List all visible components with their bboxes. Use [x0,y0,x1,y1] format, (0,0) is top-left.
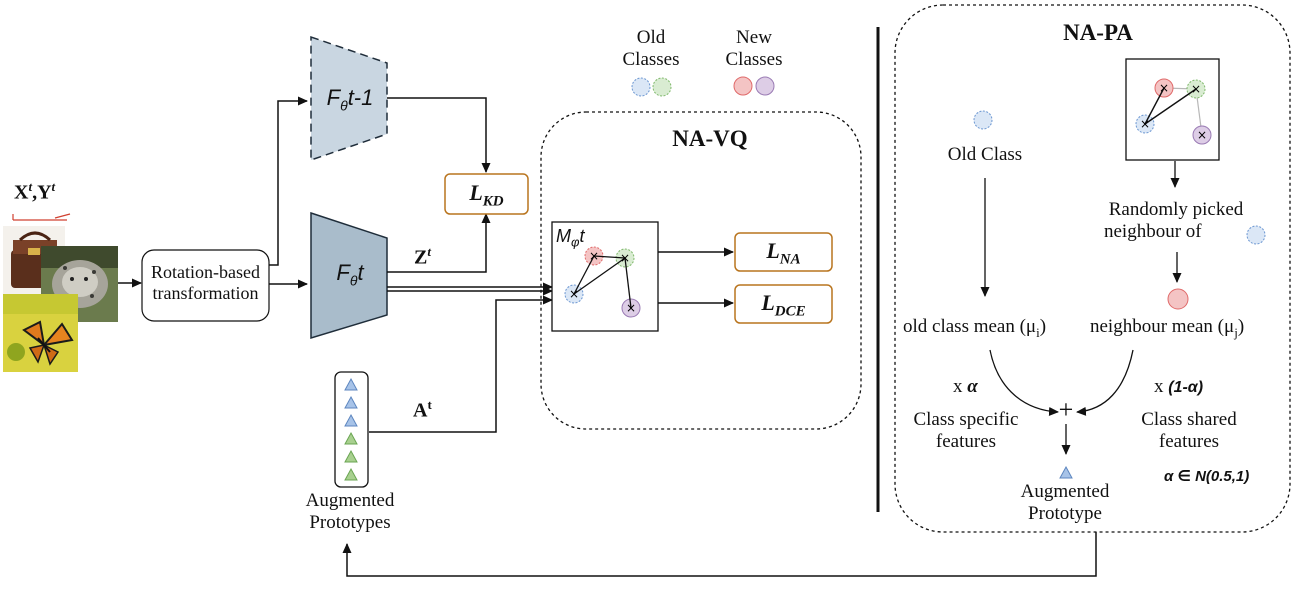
butterfly-image [3,294,78,372]
svg-text:×: × [1197,128,1207,142]
transform-box: Rotation-based transformation [142,262,269,303]
na-vq-container [540,111,862,430]
randomly-picked-label: Randomly picked neighbour of [1104,199,1244,242]
old-model-label: Fθt-1 [326,85,374,114]
old-class-circle [973,110,993,130]
arrow-neigh-mean-to-plus [1076,349,1134,416]
svg-text:×: × [1140,117,1150,131]
legend-circles [631,76,775,97]
augmented-prototype-label: Augmented Prototype [1020,481,1110,524]
neighbour-of-circle [1246,225,1266,245]
svg-text:×: × [1191,82,1201,96]
lkd-box-frame [444,173,529,215]
legend-new-label: New Classes [725,27,783,70]
na-vq-title: NA-VQ [672,126,748,151]
input-label: Xt,Yt [14,179,56,204]
na-pa-container [894,4,1291,533]
a-label: At [413,397,432,422]
svg-text:×: × [1159,81,1169,95]
svg-text:×: × [626,301,636,315]
arrow-new-to-lkd [387,213,491,273]
feedback-arrow [342,532,1097,577]
class-shared-label: Class shared features [1141,409,1237,452]
z-label: Zt [414,244,431,269]
transform-line1: Rotation-based [151,262,260,282]
mphi-label: Mφt [556,226,585,250]
new-model-label: Fθt [336,260,364,289]
neighbour-clusters: × × × × [1135,78,1212,145]
alpha-distribution-label: α ∈ N(0.5,1) [1164,468,1250,485]
x-alpha-label: x α [953,376,978,397]
legend-old-label: Old Classes [622,27,680,70]
loss-dce: LDCE [761,290,806,320]
augmented-prototype-triangle [1059,465,1073,479]
neighbour-box [1125,58,1220,161]
mphi-box [551,221,659,332]
transform-box-frame [141,249,270,322]
arrow-old-mean-to-plus [989,349,1059,416]
na-pa-title: NA-PA [1063,20,1133,45]
lna-box-frame [734,232,833,272]
plus-sign: + [1058,395,1074,424]
input-images [3,213,118,372]
loss-na: LNA [766,238,801,268]
mphi-clusters: × × × × [564,246,641,318]
ldce-box-frame [734,284,833,324]
old-model-shape [310,35,388,162]
svg-text:×: × [589,249,599,263]
svg-text:×: × [620,251,630,265]
x-one-minus-alpha-label: x (1-α) [1154,376,1204,397]
svg-text:×: × [569,287,579,301]
old-class-mean-label: old class mean (μi) [903,316,1047,340]
class-specific-label: Class specific features [913,409,1019,452]
new-model-shape [310,211,388,340]
prototypes-label: Augmented Prototypes [305,490,395,533]
loss-kd: LKD [469,180,504,210]
prototype-stack-frame [334,371,369,488]
neighbour-mean-label: neighbour mean (μj) [1090,316,1245,340]
arrow-a-to-navq [369,295,553,433]
arrow-old-to-lkd [387,97,491,173]
arrow-to-old-model [269,96,308,266]
transform-line2: transformation [152,282,259,303]
prototype-triangles [344,377,358,481]
neighbour-circle [1167,288,1189,310]
old-class-label: Old Class [947,144,1023,165]
